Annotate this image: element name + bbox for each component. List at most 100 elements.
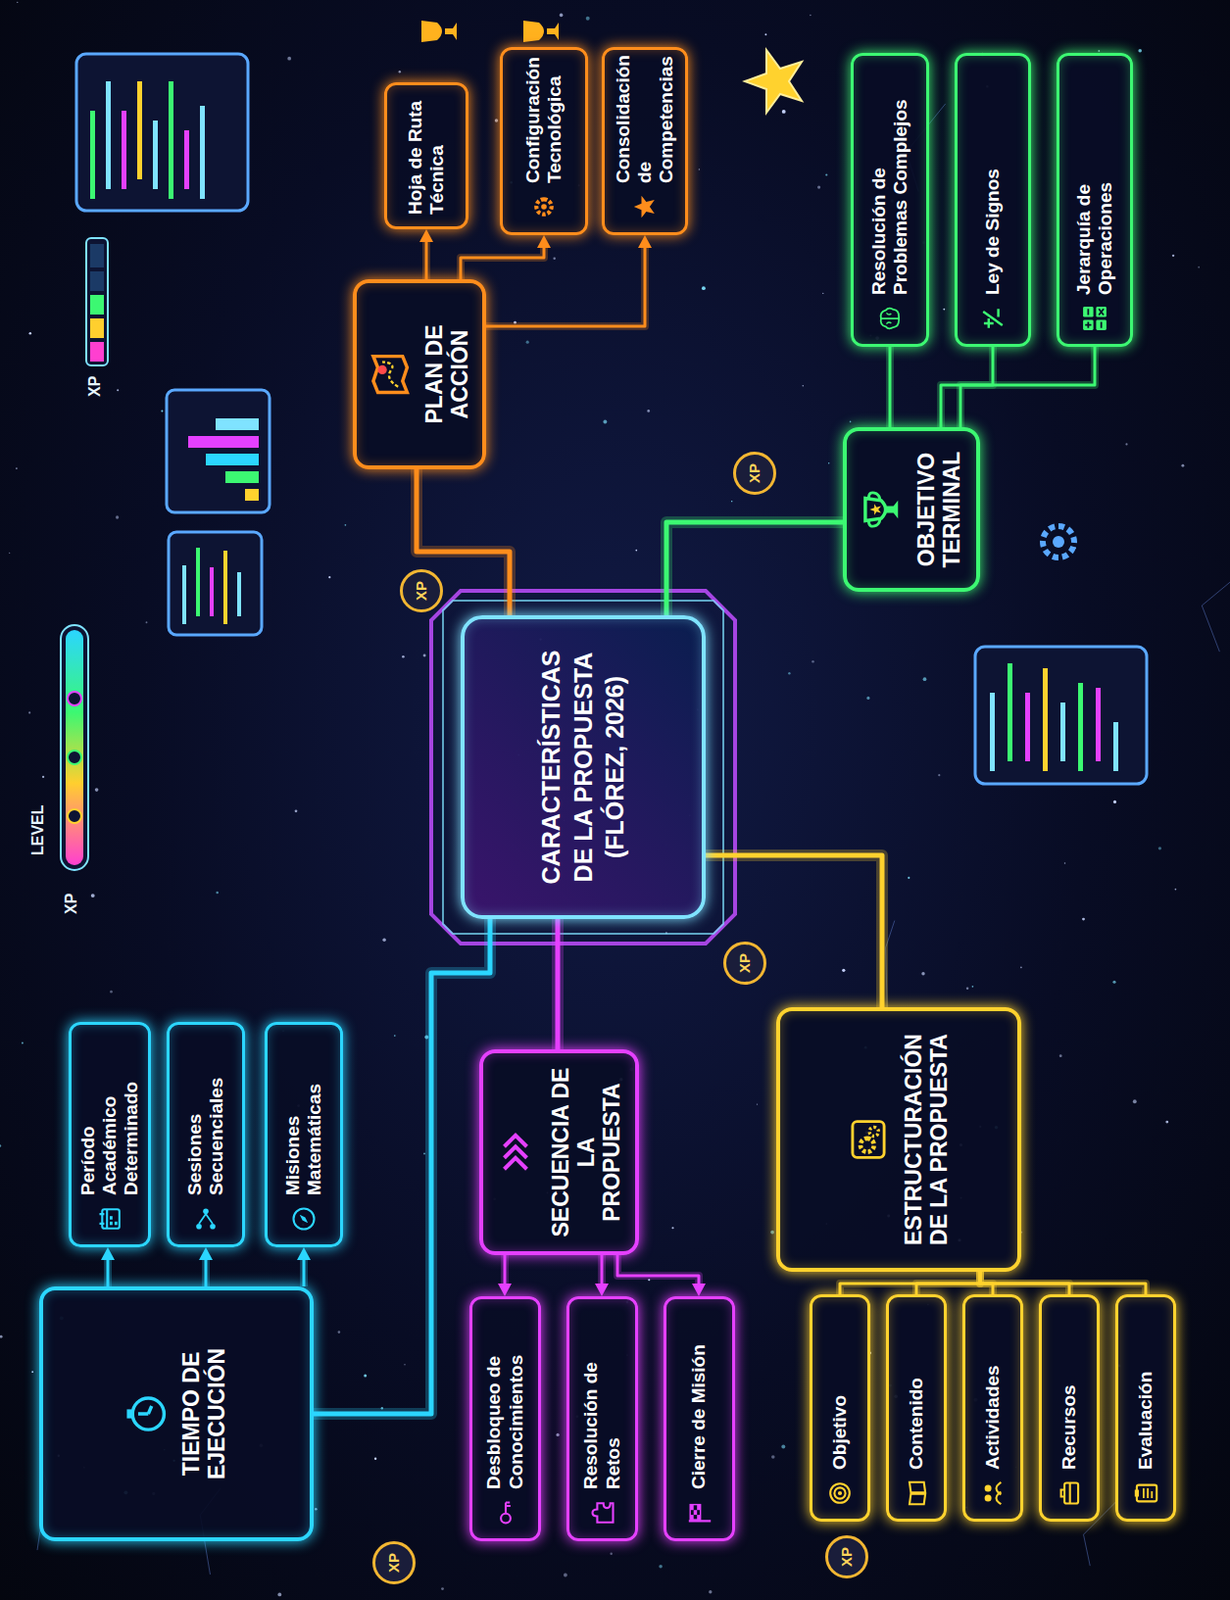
central-frame (431, 590, 736, 944)
hud-label: LEVEL (29, 804, 48, 856)
star-dot (42, 776, 45, 779)
star-dot (841, 969, 845, 973)
star-dot (937, 774, 940, 777)
decor-path (1143, 1488, 1152, 1499)
star-dot (1112, 981, 1116, 984)
code-screen (76, 53, 248, 211)
star-dot (555, 1433, 559, 1437)
decor-rect (1113, 722, 1119, 772)
decor-rect (168, 81, 174, 199)
decor-path (431, 590, 736, 944)
trophy-icon (858, 487, 904, 533)
decor-path (886, 312, 892, 324)
topic-box: Período Académico Determinado (68, 1022, 151, 1248)
arrow-head (497, 1283, 512, 1297)
star-dot (393, 1034, 396, 1037)
connector-line (916, 1272, 981, 1295)
star-dot (701, 286, 706, 291)
star-dot (1175, 888, 1178, 891)
topic-box: Consolidación de Competencias (601, 47, 689, 236)
connector-glow (486, 245, 645, 327)
star-dot (802, 385, 805, 388)
star-dot (698, 168, 700, 170)
decor-rect (1064, 1483, 1079, 1505)
star-dot (552, 257, 555, 260)
decor-path (881, 308, 899, 330)
trophy-icon (421, 20, 559, 43)
star-icon (631, 193, 659, 221)
decor-circle (984, 1485, 992, 1493)
connector (198, 1247, 213, 1287)
star-dot (344, 524, 347, 527)
case-icon (1055, 1479, 1083, 1508)
connector-line (666, 522, 843, 616)
decor-rect (182, 565, 187, 625)
star-dot (398, 70, 401, 73)
arrows-icon (492, 1130, 539, 1176)
star-dot (658, 1565, 663, 1570)
decor-rect (1007, 663, 1013, 762)
connector-glow (617, 1255, 699, 1287)
connector-glow (916, 1272, 981, 1295)
decor-circle (860, 1138, 875, 1153)
connector-glow (299, 1257, 308, 1287)
connector (296, 1247, 311, 1287)
decor-rect (1078, 683, 1083, 772)
arrow-head (638, 235, 652, 248)
decor-rect (60, 625, 89, 871)
star-dot (828, 462, 830, 464)
decor-path (198, 1214, 213, 1225)
star-dot (423, 1152, 426, 1155)
arrow-head (419, 229, 434, 243)
star-dot (8, 552, 10, 554)
star-dot (1125, 442, 1128, 445)
connector-glow (551, 919, 564, 1050)
star-dot (526, 341, 530, 345)
decor-circle (132, 1398, 164, 1430)
decor-circle (837, 1491, 842, 1496)
decor-rect (90, 244, 104, 268)
star-dot (1137, 49, 1142, 53)
decor-circle (984, 1494, 992, 1502)
decor-circle (294, 1209, 315, 1230)
star-dot (115, 515, 119, 519)
ops-icon (1081, 304, 1109, 333)
decor-circle (869, 1127, 879, 1136)
xp-badge: XP (399, 569, 443, 613)
branch-heading-box: PLAN DE ACCIÓN (352, 279, 487, 470)
connector (839, 1272, 981, 1295)
connector-line (486, 245, 645, 327)
node-text: Resolución de Problemas Complejos (868, 67, 912, 296)
decor-rect (90, 342, 104, 362)
node-text: Resolución de Retos (580, 1311, 624, 1490)
map-icon (366, 351, 412, 397)
star-dot (160, 410, 163, 413)
star-dot (1059, 1054, 1063, 1058)
decor-rect (184, 130, 190, 190)
arrow-head (537, 235, 551, 248)
arrow-head (100, 1247, 115, 1261)
star-dot (0, 1144, 1, 1147)
clock-icon (123, 1391, 169, 1437)
star-dot (1172, 254, 1175, 257)
decor-rect (152, 120, 158, 190)
star-dot (781, 1445, 786, 1450)
connector-glow (666, 522, 843, 616)
star-dot (29, 332, 33, 336)
connector-line (425, 239, 429, 280)
decor-rect (90, 318, 104, 339)
decor-path (138, 1406, 152, 1415)
decor-rect (86, 238, 108, 366)
code-screen (975, 646, 1147, 785)
decor-circle (378, 365, 388, 375)
star-icon (744, 49, 802, 113)
topic-box: Contenido (885, 1294, 947, 1523)
connector (617, 1255, 706, 1297)
connector-glow (839, 1272, 981, 1295)
node-text: Período Académico Determinado (77, 1036, 143, 1196)
decor-polygon (744, 49, 802, 113)
decor-circle (67, 809, 82, 824)
decor-rect (109, 1222, 113, 1227)
